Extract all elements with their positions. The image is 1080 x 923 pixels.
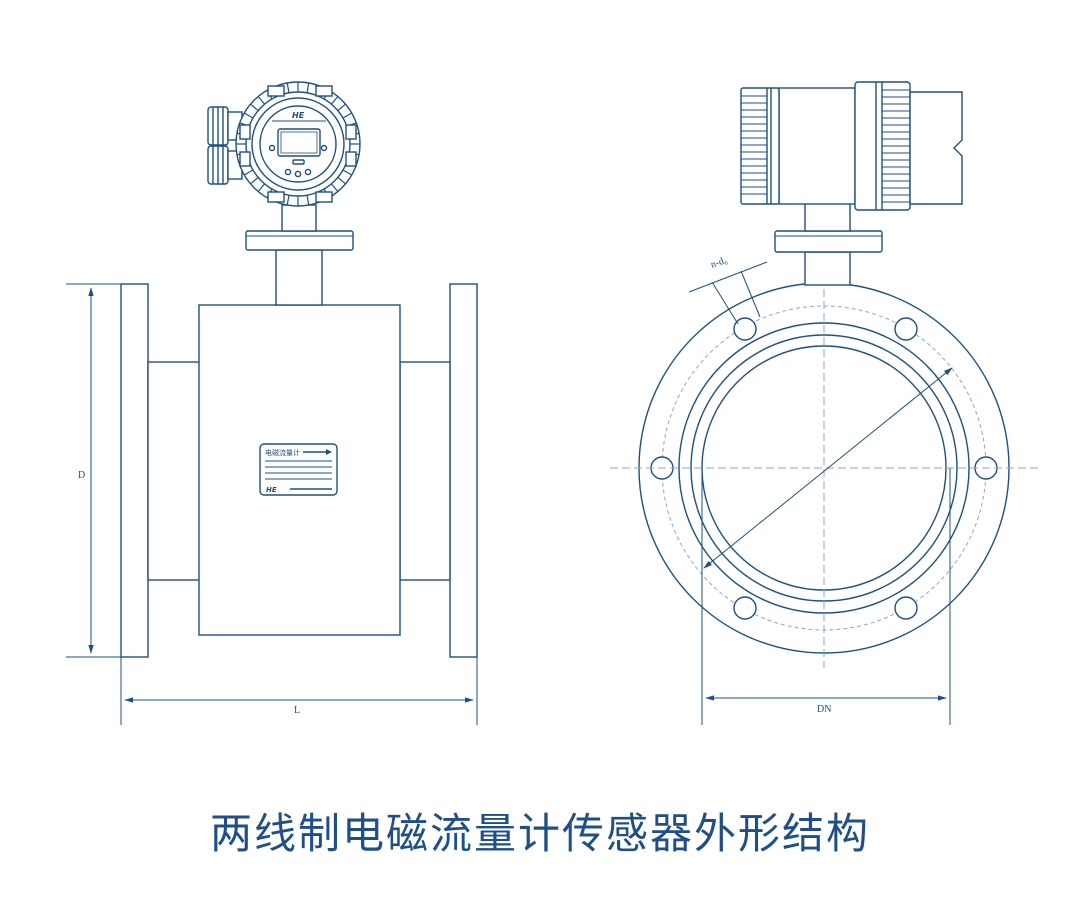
transmitter-side: [740, 81, 963, 211]
lid-rib: [330, 183, 339, 192]
lid-rib: [257, 96, 266, 105]
bolt-hole: [894, 596, 918, 620]
lid-rib: [330, 96, 339, 105]
figure-caption: 两线制电磁流量计传感器外形结构: [209, 809, 870, 858]
lid-rib: [244, 112, 254, 119]
label-bolt-holes: n-d₀: [709, 255, 729, 271]
nameplate-logo: HE: [266, 486, 277, 494]
display-logo: HE: [292, 111, 305, 120]
bolt-hole: [894, 317, 918, 341]
dimension-dn: [701, 468, 951, 725]
lid-rib: [306, 195, 310, 206]
label-d: D: [78, 470, 85, 481]
right-flange: [449, 283, 478, 658]
lid-rib: [342, 169, 352, 176]
cable-gland-lower: [207, 145, 243, 185]
lid-rib: [257, 183, 266, 192]
bolt-hole: [733, 596, 757, 620]
dimension-l: [120, 657, 478, 725]
transmitter-head: [235, 81, 361, 207]
left-flange: [120, 283, 149, 658]
lid-rib: [244, 169, 254, 176]
lid-rib: [286, 82, 290, 93]
side-view: [610, 81, 1040, 668]
lid-rib: [306, 82, 310, 93]
label-l: L: [294, 705, 300, 716]
left-pipe: [147, 361, 201, 581]
neck: [275, 249, 323, 306]
lcd-display: [277, 128, 321, 157]
lid-rib: [286, 195, 290, 206]
dimension-d: [66, 283, 121, 658]
dimension-bolt-holes: [688, 261, 768, 325]
neck-flange: [245, 230, 354, 251]
key-3: [304, 168, 312, 176]
diameter-line: [703, 367, 953, 569]
right-pipe: [399, 361, 451, 581]
nameplate-title: 电磁流量计: [265, 448, 300, 457]
front-view: [120, 81, 478, 658]
nameplate: [259, 443, 338, 496]
key-1: [284, 168, 292, 176]
lid-rib: [337, 103, 346, 112]
lid-rib: [337, 176, 346, 185]
key-2: [294, 170, 302, 178]
lid-rib: [342, 112, 352, 119]
lid-rib: [250, 103, 259, 112]
lid-rib: [250, 176, 259, 185]
label-dn: DN: [817, 704, 831, 715]
status-led: [292, 159, 305, 165]
bolt-hole: [733, 317, 757, 341]
